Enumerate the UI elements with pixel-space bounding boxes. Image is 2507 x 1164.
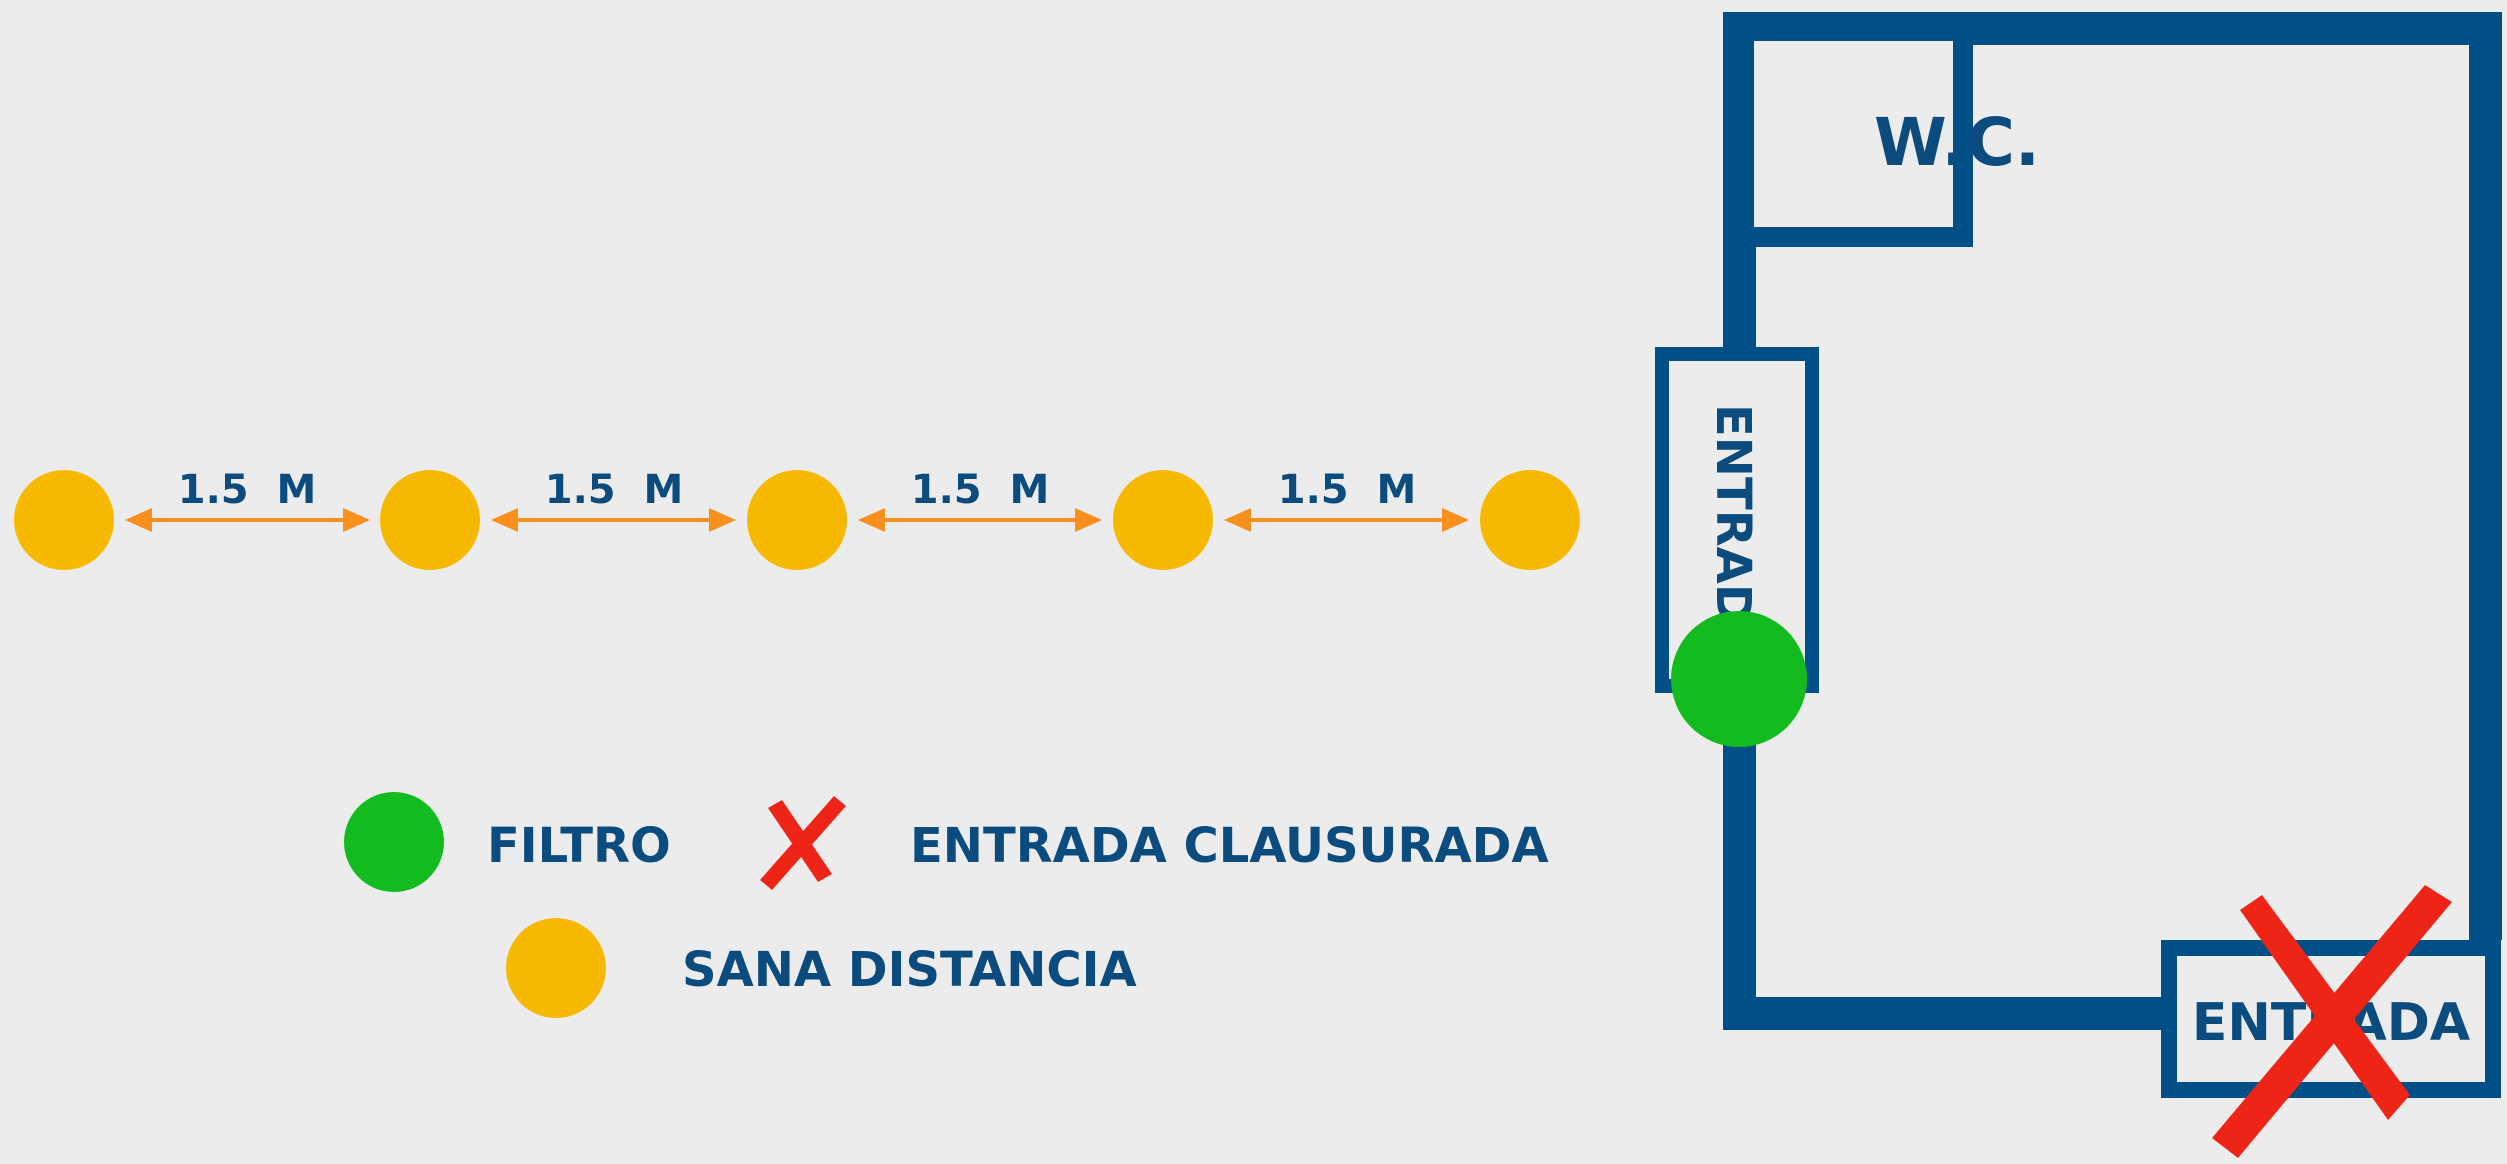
distance-label: 1.5 M xyxy=(1278,467,1417,513)
distance-arrow xyxy=(858,508,1102,532)
legend: FILTRO ENTRADA CLAUSURADA SANA DISTANCIA xyxy=(344,792,1549,1018)
distance-row: 1.5 M 1.5 M 1.5 M 1.5 M xyxy=(14,467,1580,570)
distance-dot xyxy=(380,470,480,570)
distance-label: 1.5 M xyxy=(911,467,1050,513)
wc-room: W.C. xyxy=(1754,41,2040,247)
distance-label: 1.5 M xyxy=(545,467,684,513)
bottom-entrance-closed: ENTRADA xyxy=(2161,885,2501,1158)
filter-legend-dot xyxy=(344,792,444,892)
wall-right xyxy=(2469,12,2502,940)
distance-dot xyxy=(747,470,847,570)
distance-label: 1.5 M xyxy=(178,467,317,513)
red-cross-icon xyxy=(760,796,846,890)
distance-dot xyxy=(1113,470,1213,570)
distance-arrow xyxy=(125,508,370,532)
wc-label: W.C. xyxy=(1874,104,2040,181)
distance-legend-label: SANA DISTANCIA xyxy=(682,942,1137,998)
distance-dot xyxy=(14,470,114,570)
closed-entrance-legend-label: ENTRADA CLAUSURADA xyxy=(910,818,1549,874)
closed-cross-icon xyxy=(2212,885,2452,1158)
filter-legend-label: FILTRO xyxy=(487,818,671,874)
filter-checkpoint xyxy=(1671,611,1807,747)
distance-arrow xyxy=(1224,508,1469,532)
wall-left-upper xyxy=(1723,12,1756,352)
distance-arrow xyxy=(491,508,736,532)
wall-top xyxy=(1723,12,2502,45)
distance-legend-dot xyxy=(506,918,606,1018)
distance-dot xyxy=(1480,470,1580,570)
wall-bottom xyxy=(1723,997,2165,1030)
floor-plan: W.C. ENTRADA ENTRADA xyxy=(1655,12,2502,1158)
side-entrance: ENTRADA xyxy=(1655,347,1819,747)
